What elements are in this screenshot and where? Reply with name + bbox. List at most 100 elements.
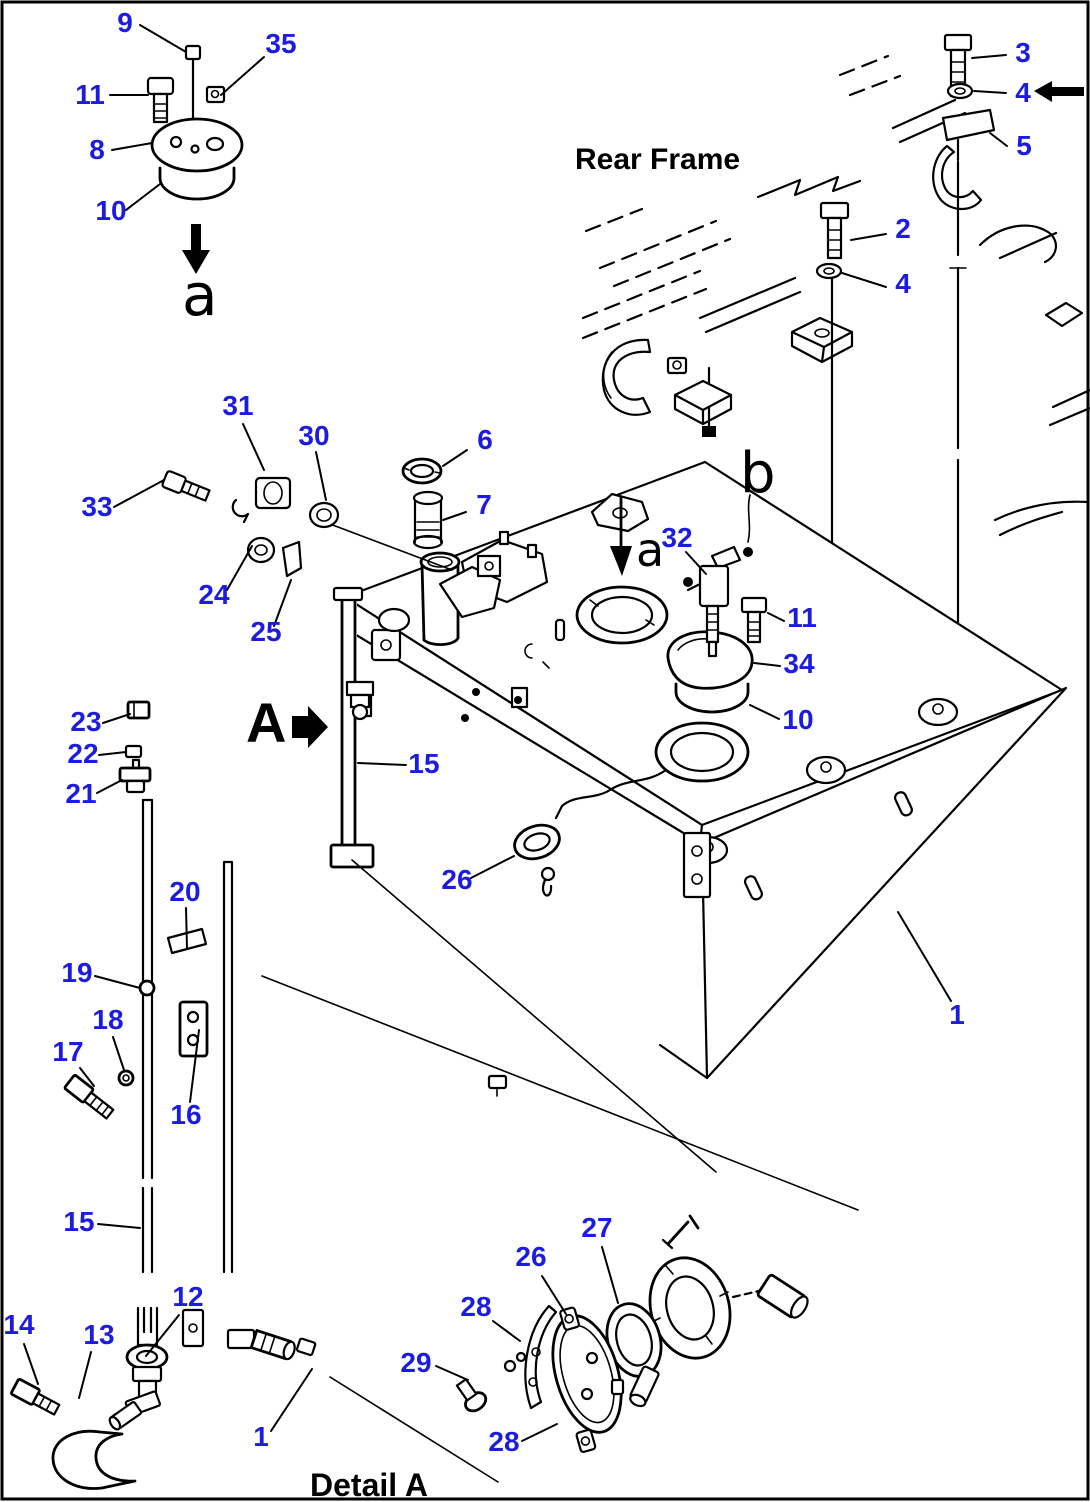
callout-3: 3 — [1015, 37, 1031, 68]
callout-25: 25 — [250, 616, 281, 647]
gauge-assembly-group: A — [63, 691, 328, 1274]
callout-34: 34 — [783, 648, 815, 679]
bolt-part-33 — [161, 470, 211, 502]
callout-22: 22 — [67, 738, 98, 769]
bolt-part-2 — [819, 201, 850, 260]
callout-leader-21 — [96, 779, 123, 794]
nut-part-35 — [205, 85, 226, 104]
direction-letter-b: b — [740, 441, 776, 506]
spacer-block-right — [790, 316, 854, 364]
callout-26: 26 — [441, 864, 472, 895]
left-arrow-icon — [1034, 81, 1084, 102]
nut-part-23 — [126, 700, 151, 720]
flange-cluster — [438, 530, 549, 619]
callout-19: 19 — [61, 957, 92, 988]
callout-23: 23 — [70, 706, 101, 737]
callout-5: 5 — [1016, 130, 1032, 161]
ring-part-10 — [674, 682, 750, 714]
callout-2: 2 — [895, 213, 911, 244]
callout-21: 21 — [65, 778, 96, 809]
callout-leader-15 — [97, 1223, 141, 1229]
callout-leader-25 — [273, 579, 292, 627]
callout-10: 10 — [95, 195, 126, 226]
gauge-tube-lower — [141, 1186, 154, 1274]
plate-part-8 — [150, 117, 244, 173]
callout-26: 26 — [515, 1241, 546, 1272]
washer-part-4-lower — [815, 262, 843, 280]
callout-leader-34 — [753, 662, 781, 667]
rear-frame-group: Rear Frame — [575, 33, 1090, 767]
frame-clip — [1044, 301, 1084, 328]
screw-top — [661, 1214, 700, 1250]
plug-part — [756, 1273, 809, 1319]
right-arrow-icon — [292, 706, 328, 748]
spacer-block-left — [673, 366, 733, 437]
sender-part-32 — [686, 545, 742, 658]
cap-part-6 — [401, 457, 443, 485]
bolt-part-17 — [63, 1074, 115, 1120]
callout-14: 14 — [3, 1309, 35, 1340]
callout-leader-4 — [841, 272, 887, 288]
plug-part-24 — [246, 536, 276, 564]
bolt-part-29 — [455, 1378, 488, 1413]
callout-leader-27 — [601, 1246, 619, 1304]
callout-18: 18 — [92, 1004, 123, 1035]
callout-4: 4 — [895, 268, 911, 299]
washer-part-18 — [117, 1069, 135, 1087]
callout-11: 11 — [75, 79, 105, 110]
clamp-part-13 — [51, 1429, 137, 1490]
bolt-part-11-tank — [740, 596, 768, 644]
callout-leader-30 — [315, 451, 327, 501]
callout-leader-7 — [442, 511, 467, 521]
elbow-fitting — [226, 1328, 317, 1361]
callout-leader-18 — [112, 1036, 125, 1071]
cap-part-34 — [666, 630, 754, 690]
callout-8: 8 — [89, 134, 105, 165]
callout-leader-9 — [139, 24, 187, 53]
callout-leader-6 — [442, 449, 468, 467]
tank-side-panel — [700, 686, 1068, 1080]
callout-leader-35 — [220, 56, 265, 96]
callout-leader-16 — [189, 1029, 200, 1103]
direction-letter-a-top: a — [182, 261, 218, 329]
washer-part-22 — [124, 744, 143, 759]
stud-part-9 — [184, 44, 202, 61]
callout-leader-29 — [435, 1365, 469, 1381]
direction-letter-a-tank: a — [636, 523, 664, 577]
callout-27: 27 — [581, 1212, 612, 1243]
callout-leader-1 — [897, 911, 952, 1002]
callout-leader-33 — [113, 479, 165, 508]
filler-ring-seal — [575, 585, 669, 645]
fitting-part-31 — [231, 476, 292, 524]
frame-nut — [666, 356, 688, 375]
callout-31: 31 — [222, 390, 253, 421]
detail-a-group: Detail A — [261, 859, 859, 1502]
callout-16: 16 — [170, 1099, 201, 1130]
callout-leader-8 — [111, 142, 153, 151]
level-tube-15 — [329, 586, 375, 869]
callout-leader-23 — [102, 713, 131, 724]
callout-leader-11 — [767, 612, 785, 622]
filler-neck — [419, 551, 461, 646]
cap-detail-group: a — [146, 44, 244, 329]
callout-leader-10 — [125, 183, 161, 211]
washer-part-4-upper — [946, 82, 974, 100]
callout-28: 28 — [460, 1291, 491, 1322]
callout-11: 11 — [787, 602, 817, 633]
screen-part-27 — [605, 1302, 663, 1408]
bolt-part-11 — [146, 76, 175, 124]
valve-part-12 — [108, 1343, 169, 1431]
callout-leader-4 — [973, 90, 1007, 94]
callout-12: 12 — [172, 1281, 203, 1312]
callout-1: 1 — [253, 1421, 269, 1452]
down-arrow-icon — [610, 546, 632, 576]
banjo-fitting — [370, 607, 411, 662]
plate-part-25 — [281, 540, 303, 578]
callout-leader-28 — [521, 1423, 558, 1442]
callout-leader-20 — [185, 907, 188, 949]
callout-15: 15 — [408, 748, 439, 779]
callout-28: 28 — [488, 1426, 519, 1457]
